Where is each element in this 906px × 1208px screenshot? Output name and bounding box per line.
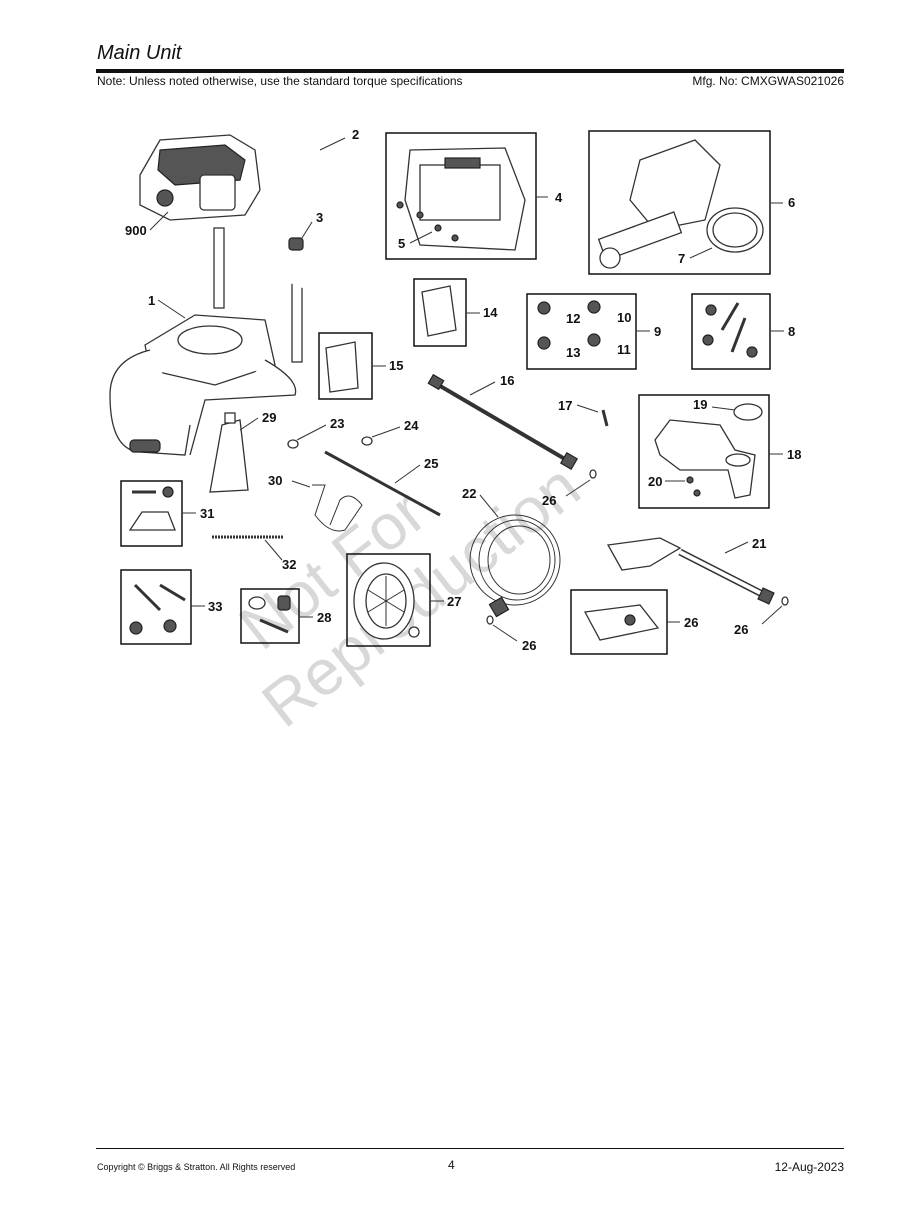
callout-30: 30 [268, 473, 282, 488]
callout-25: 25 [424, 456, 438, 471]
cap-part: 3 [288, 210, 323, 251]
callout-7: 7 [678, 251, 685, 266]
wheel-part-27: 27 [353, 562, 461, 640]
bolt-part-32: 32 [212, 535, 296, 572]
pump-part: 6 7 [597, 139, 795, 269]
header-rule [96, 69, 844, 73]
copyright: Copyright © Briggs & Stratton. All Right… [97, 1162, 296, 1172]
hook-part-30: 30 [268, 473, 363, 532]
page-title: Main Unit [97, 42, 182, 64]
plate-part-26: 26 [583, 604, 698, 641]
callout-24: 24 [404, 418, 419, 433]
callout-19: 19 [693, 397, 707, 412]
callout-26-c: 26 [734, 622, 748, 637]
callout-10: 10 [617, 310, 631, 325]
bolts-part: 12 10 13 11 9 [537, 300, 661, 360]
decal-part-15: 15 [325, 341, 403, 393]
box-33 [120, 569, 192, 645]
orings-part-26: 26 26 26 [486, 469, 789, 653]
callout-15: 15 [389, 358, 403, 373]
callout-29: 29 [262, 410, 276, 425]
callout-3: 3 [316, 210, 323, 225]
callout-28: 28 [317, 610, 331, 625]
frame-part: 1 [109, 227, 303, 456]
callout-2: 2 [352, 127, 359, 142]
callout-14: 14 [483, 305, 498, 320]
callout-23: 23 [330, 416, 344, 431]
washers-part: 23 24 [287, 416, 419, 449]
print-date: 12-Aug-2023 [774, 1160, 844, 1174]
hardware-box-8 [691, 293, 771, 370]
part-28: 28 [248, 595, 331, 634]
footer-rule [96, 1148, 844, 1149]
callout-32: 32 [282, 557, 296, 572]
callout-12: 12 [566, 311, 580, 326]
detergent-part: 19 18 20 [648, 397, 801, 499]
callout-17: 17 [558, 398, 572, 413]
panel-box [385, 132, 537, 260]
callout-18: 18 [787, 447, 801, 462]
callout-5: 5 [398, 236, 405, 251]
callout-11: 11 [617, 342, 631, 357]
callout-26-a: 26 [542, 493, 556, 508]
callout-31: 31 [200, 506, 214, 521]
callout-21: 21 [752, 536, 766, 551]
callout-22: 22 [462, 486, 476, 501]
callout-16: 16 [500, 373, 514, 388]
box-27 [346, 553, 431, 647]
gun-part-21: 21 [606, 536, 775, 605]
mfg-number: Mfg. No: CMXGWAS021026 [692, 74, 844, 88]
callout-20: 20 [648, 474, 662, 489]
callout-27: 27 [447, 594, 461, 609]
axle-part-25: 25 [324, 450, 441, 517]
decal-part-14: 14 [421, 285, 498, 337]
pin-part-17: 17 [558, 398, 609, 427]
callout-1: 1 [148, 293, 155, 308]
callout-900: 900 [125, 223, 147, 238]
callout-9: 9 [654, 324, 661, 339]
callout-4: 4 [555, 190, 563, 205]
engine-part: 900 [125, 134, 261, 238]
part-31: 31 [128, 486, 214, 531]
hose-part-22: 22 [462, 486, 561, 618]
part-33: 33 [129, 583, 222, 635]
torque-note: Note: Unless noted otherwise, use the st… [97, 74, 463, 88]
panel-part: 4 5 [396, 147, 563, 251]
callout-33: 33 [208, 599, 222, 614]
callout-26-d: 26 [684, 615, 698, 630]
hardware-part-8: 8 [702, 302, 795, 358]
wand-part-16: 16 [427, 373, 579, 471]
page-number: 4 [448, 1158, 455, 1172]
callout-6: 6 [788, 195, 795, 210]
detergent-box [638, 394, 770, 509]
callout-8: 8 [788, 324, 795, 339]
cover-part-29: 29 [209, 410, 276, 493]
callout-26-b: 26 [522, 638, 536, 653]
handle-part: 2 [267, 127, 359, 305]
callout-13: 13 [566, 345, 580, 360]
box-28 [240, 588, 300, 644]
